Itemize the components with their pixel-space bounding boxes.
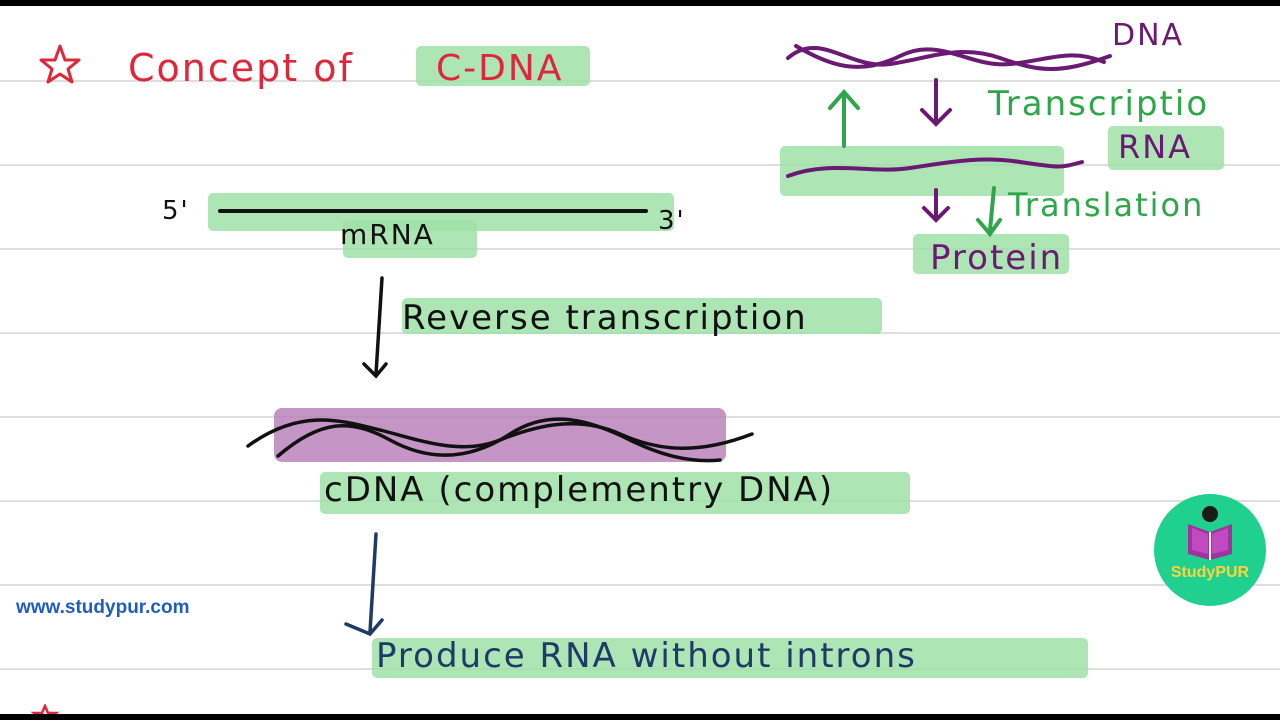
five-prime-label: 5' — [162, 196, 190, 226]
page-title-highlight-text: C-DNA — [436, 48, 564, 89]
arrow-down-icon — [922, 188, 950, 223]
reverse-transcription-highlight — [402, 298, 882, 334]
page-title: Concept of — [128, 46, 354, 90]
star-icon — [39, 44, 81, 84]
website-url: www.studypur.com — [16, 597, 190, 618]
mrna-label: mRNA — [340, 218, 435, 251]
produce-rna-highlight — [372, 638, 1088, 678]
cdna-helix-strand-a — [246, 418, 754, 450]
produce-rna-label: Produce RNA without introns — [376, 636, 917, 676]
dogma-translation-label: Translation — [1008, 186, 1205, 224]
logo-text: StudyPUR — [1170, 564, 1250, 581]
dna-helix-strand-b — [794, 44, 1106, 69]
bottom-border — [0, 714, 1280, 720]
ruled-line — [0, 164, 1280, 166]
dogma-rna-strand-highlight — [780, 146, 1064, 196]
arrow-down-icon — [920, 78, 952, 127]
arrow-down-icon — [362, 276, 388, 379]
ruled-line — [0, 584, 1280, 586]
star-icon — [30, 704, 60, 716]
dna-helix-strand-a — [786, 45, 1112, 71]
title-highlight — [416, 46, 590, 86]
dogma-protein-label: Protein — [930, 238, 1064, 278]
cdna-label-highlight — [320, 472, 910, 514]
studypur-logo: StudyPUR — [1154, 494, 1266, 606]
dogma-rna-label: RNA — [1118, 128, 1193, 166]
dogma-protein-highlight — [913, 234, 1069, 274]
arrow-up-icon — [828, 88, 860, 148]
mrna-label-highlight — [343, 220, 477, 258]
arrow-down-icon — [344, 532, 384, 637]
dogma-transcription-label: Transcriptio — [988, 84, 1210, 124]
cdna-label: cDNA (complementry DNA) — [324, 470, 835, 510]
arrow-down-icon — [976, 186, 1002, 238]
rna-strand — [786, 157, 1084, 178]
three-prime-label: 3' — [658, 206, 686, 236]
cdna-strand-highlight — [274, 408, 726, 462]
dogma-dna-label: DNA — [1112, 18, 1185, 53]
ruled-line — [0, 80, 1280, 82]
book-icon — [1188, 506, 1232, 560]
dogma-rna-label-highlight — [1108, 126, 1224, 170]
cdna-helix-strand-b — [276, 417, 722, 463]
ruled-line — [0, 248, 1280, 250]
reverse-transcription-label: Reverse transcription — [402, 298, 808, 338]
top-border — [0, 0, 1280, 6]
